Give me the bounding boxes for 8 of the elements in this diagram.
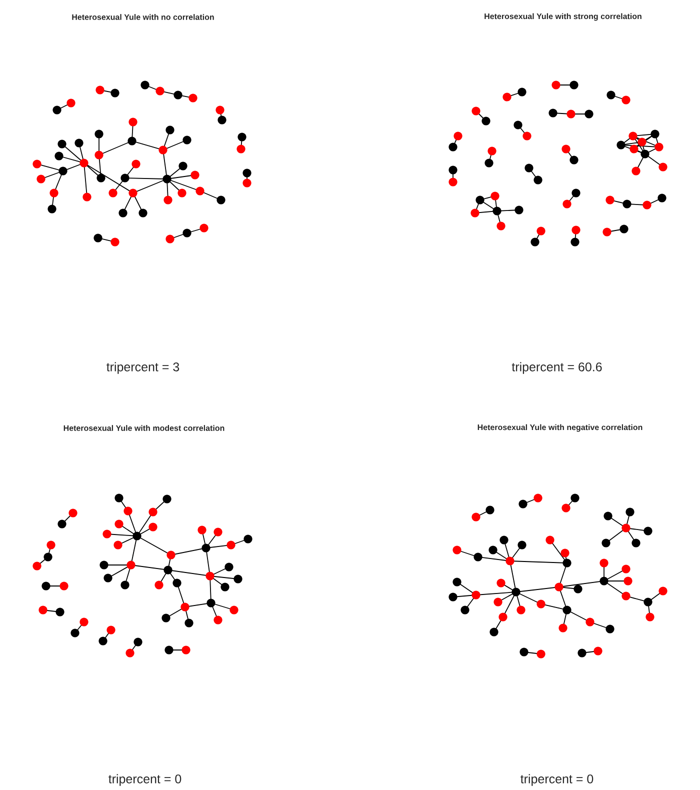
title-text: Heterosexual Yule with negative correlation <box>478 424 642 432</box>
statistic-text: tripercent = 3 <box>106 362 180 374</box>
statistic-text: tripercent = 0 <box>108 774 182 786</box>
statistic-text: tripercent = 60.6 <box>512 362 602 374</box>
title-text: Heterosexual Yule with no correlation <box>72 14 214 20</box>
title-text: Heterosexual Yule with modest correlation <box>64 425 224 431</box>
title-text: Heterosexual Yule with strong correlation <box>484 13 642 21</box>
statistic-text: tripercent = 0 <box>520 774 594 786</box>
